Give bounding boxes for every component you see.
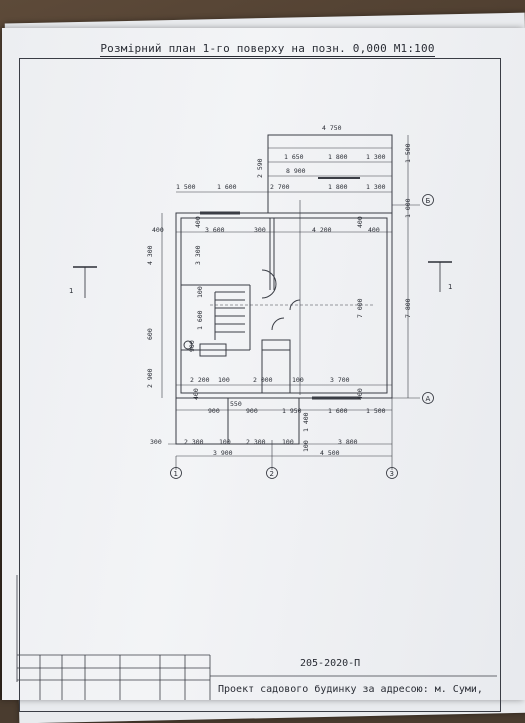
dim-label: 400 — [356, 388, 364, 400]
dim-label: 400 — [194, 216, 202, 228]
dim-label: 2 590 — [256, 158, 264, 178]
dim-label: 900 — [188, 340, 196, 352]
section-label: 1 — [69, 287, 73, 295]
axis-label-B: Б — [426, 197, 431, 205]
dim-label: 1 600 — [328, 407, 348, 415]
dim-label: 300 — [150, 438, 162, 446]
dim-label: 1 500 — [176, 183, 196, 191]
dim-label: 3 300 — [194, 245, 202, 265]
axis-bubble-A — [422, 392, 434, 404]
drawing-title-text: Розмірний план 1-го поверху на позн. 0,0… — [100, 42, 435, 57]
axis-bubble-1 — [170, 467, 182, 479]
door-swing — [261, 269, 277, 299]
dimension-texts: 4 750 1 650 1 800 1 300 8 900 1 500 1 60… — [150, 124, 386, 457]
bathtub — [199, 343, 227, 357]
dim-label: 100 — [292, 376, 304, 384]
section-mark-left: 1 — [69, 266, 97, 298]
dim-label: 400 — [368, 226, 380, 234]
document-description: Проект садового будинку за адресою: м. С… — [218, 684, 483, 695]
dim-label: 400 — [356, 216, 364, 228]
axis-label-2: 2 — [270, 470, 274, 478]
dim-label: 2 300 — [184, 438, 204, 446]
dim-label: 1 500 — [404, 143, 412, 163]
document-code: 205-2020-П — [300, 658, 361, 669]
dim-label: 1 800 — [328, 153, 348, 161]
drawing-sheet — [2, 28, 525, 712]
floor-plan: 1 1 1 2 3 А Б 4 750 1 650 1 800 1 300 8 … — [16, 124, 497, 700]
dim-label: 100 — [219, 438, 231, 446]
dim-label: 2 700 — [270, 183, 290, 191]
chimney — [261, 339, 291, 351]
dim-label: 3 600 — [205, 226, 225, 234]
dim-label: 100 — [196, 286, 204, 298]
dim-label: 1 000 — [404, 198, 412, 218]
dim-label: 4 750 — [322, 124, 342, 132]
dim-label: 7 800 — [404, 298, 412, 318]
dim-label: 1 300 — [366, 183, 386, 191]
axis-bubbles — [170, 194, 434, 479]
dim-label: 8 900 — [286, 167, 306, 175]
axis-bubble-B — [422, 194, 434, 206]
upper-extension — [267, 134, 393, 213]
dim-label: 1 500 — [366, 407, 386, 415]
dim-label: 2 000 — [253, 376, 273, 384]
dim-label: 300 — [254, 226, 266, 234]
axis-bubble-3 — [386, 467, 398, 479]
drawing-title: Розмірний план 1-го поверху на позн. 0,0… — [0, 42, 525, 57]
inner-wall-line — [180, 217, 388, 394]
dim-label: 550 — [230, 400, 242, 408]
dim-label: 1 600 — [217, 183, 237, 191]
dim-label: 4 300 — [146, 245, 154, 265]
dim-label: 600 — [146, 328, 154, 340]
section-mark-right: 1 — [428, 261, 452, 292]
walls — [175, 134, 393, 445]
axis-label-1: 1 — [174, 470, 178, 478]
dim-label: 2 200 — [190, 376, 210, 384]
dim-label: 1 400 — [302, 412, 310, 432]
dim-label: 900 — [208, 407, 220, 415]
dim-label: 3 900 — [213, 449, 233, 457]
dim-label: 900 — [246, 407, 258, 415]
dim-label: 400 — [152, 226, 164, 234]
dim-label: 2 900 — [146, 368, 154, 388]
dim-label: 1 950 — [282, 407, 302, 415]
dim-label: 100 — [302, 440, 310, 452]
section-label: 1 — [448, 283, 452, 291]
dim-label: 4 500 — [320, 449, 340, 457]
dim-label: 100 — [218, 376, 230, 384]
dim-label: 400 — [192, 388, 200, 400]
dim-label: 2 300 — [246, 438, 266, 446]
dim-label: 1 600 — [196, 310, 204, 330]
dim-label: 7 000 — [356, 298, 364, 318]
dim-label: 1 300 — [366, 153, 386, 161]
title-block — [16, 575, 497, 700]
axis-bubble-2 — [266, 467, 278, 479]
door-swing — [271, 317, 285, 331]
stairs — [214, 291, 245, 340]
dim-label: 1 650 — [284, 153, 304, 161]
axis-label-A: А — [426, 395, 431, 403]
dim-label: 4 200 — [312, 226, 332, 234]
dim-label: 100 — [282, 438, 294, 446]
dimension-lines — [161, 135, 420, 470]
door-swing — [289, 299, 301, 311]
dim-label: 3 800 — [338, 438, 358, 446]
axis-label-3: 3 — [390, 470, 394, 478]
vertical-dimension-texts: 2 590 1 500 1 000 400 400 4 300 3 300 7 … — [146, 143, 412, 452]
dim-label: 1 800 — [328, 183, 348, 191]
dim-label: 3 700 — [330, 376, 350, 384]
toilet — [183, 340, 193, 350]
